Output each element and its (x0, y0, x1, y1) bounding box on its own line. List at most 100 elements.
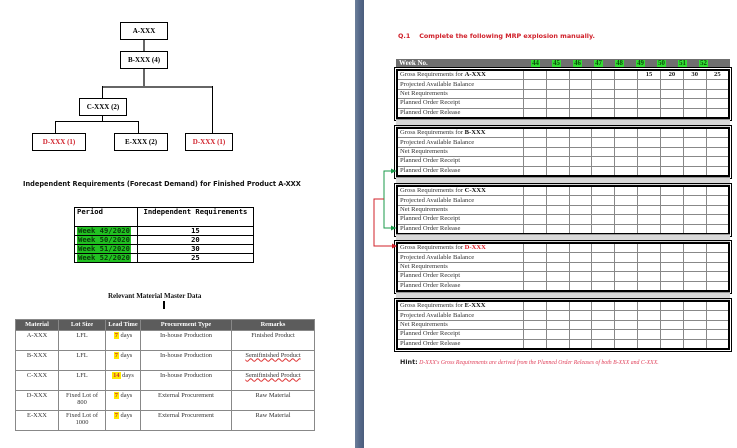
input-cell[interactable] (545, 214, 570, 225)
input-cell[interactable] (637, 79, 661, 90)
input-cell[interactable] (659, 223, 684, 235)
input-cell[interactable] (637, 146, 661, 158)
input-cell[interactable] (637, 310, 661, 321)
input-cell[interactable] (682, 319, 707, 331)
input-cell[interactable] (637, 223, 661, 235)
input-cell[interactable] (705, 271, 730, 282)
input-cell[interactable] (682, 261, 707, 273)
input-cell[interactable] (568, 252, 593, 263)
input-cell[interactable] (591, 107, 616, 119)
input-cell[interactable] (523, 156, 547, 167)
input-cell[interactable] (705, 107, 730, 119)
input-cell[interactable] (523, 165, 547, 177)
input-cell[interactable] (545, 98, 570, 109)
input-cell[interactable] (545, 223, 570, 235)
input-cell[interactable] (659, 310, 684, 321)
input-cell[interactable] (523, 69, 547, 81)
input-cell[interactable] (637, 98, 661, 109)
input-cell[interactable] (523, 98, 547, 109)
input-cell[interactable] (591, 69, 616, 81)
input-cell[interactable] (614, 252, 639, 263)
input-cell[interactable] (614, 156, 639, 167)
input-cell[interactable] (568, 98, 593, 109)
input-cell[interactable] (659, 79, 684, 90)
input-cell[interactable] (591, 137, 616, 148)
input-cell[interactable] (591, 310, 616, 321)
input-cell[interactable] (614, 185, 639, 197)
input-cell[interactable] (682, 280, 707, 292)
input-cell[interactable] (705, 79, 730, 90)
input-cell[interactable] (591, 300, 616, 312)
input-cell[interactable] (659, 127, 684, 139)
input-cell[interactable] (614, 280, 639, 292)
input-cell[interactable] (705, 300, 730, 312)
input-cell[interactable] (523, 223, 547, 235)
input-cell[interactable] (637, 156, 661, 167)
input-cell[interactable] (568, 156, 593, 167)
input-cell[interactable] (614, 88, 639, 100)
input-cell[interactable] (523, 252, 547, 263)
input-cell[interactable] (614, 271, 639, 282)
input-cell[interactable] (591, 156, 616, 167)
input-cell[interactable] (545, 69, 570, 81)
input-cell[interactable] (682, 107, 707, 119)
input-cell[interactable] (614, 204, 639, 216)
input-cell[interactable] (614, 127, 639, 139)
input-cell[interactable] (705, 137, 730, 148)
input-cell[interactable] (545, 300, 570, 312)
input-cell[interactable] (659, 300, 684, 312)
input-cell[interactable] (705, 280, 730, 292)
input-cell[interactable] (637, 319, 661, 331)
input-cell[interactable] (523, 88, 547, 100)
input-cell[interactable] (682, 146, 707, 158)
input-cell[interactable] (614, 242, 639, 254)
input-cell[interactable] (545, 156, 570, 167)
input-cell[interactable] (545, 185, 570, 197)
input-cell[interactable] (568, 280, 593, 292)
input-cell[interactable] (705, 338, 730, 350)
input-cell[interactable] (591, 271, 616, 282)
input-cell[interactable] (637, 204, 661, 216)
input-cell[interactable] (659, 319, 684, 331)
input-cell[interactable] (545, 137, 570, 148)
input-cell[interactable] (568, 79, 593, 90)
input-cell[interactable] (659, 165, 684, 177)
input-cell[interactable] (637, 300, 661, 312)
input-cell[interactable] (659, 242, 684, 254)
input-cell[interactable] (545, 252, 570, 263)
input-cell[interactable] (568, 261, 593, 273)
input-cell[interactable] (682, 156, 707, 167)
input-cell[interactable] (591, 261, 616, 273)
input-cell[interactable]: 25 (705, 69, 730, 81)
input-cell[interactable] (705, 88, 730, 100)
input-cell[interactable] (591, 185, 616, 197)
input-cell[interactable] (659, 137, 684, 148)
input-cell[interactable] (682, 204, 707, 216)
input-cell[interactable] (682, 165, 707, 177)
input-cell[interactable] (659, 329, 684, 340)
input-cell[interactable] (568, 69, 593, 81)
input-cell[interactable] (545, 310, 570, 321)
input-cell[interactable] (637, 165, 661, 177)
input-cell[interactable] (659, 271, 684, 282)
input-cell[interactable] (637, 214, 661, 225)
input-cell[interactable] (637, 338, 661, 350)
input-cell[interactable] (682, 300, 707, 312)
input-cell[interactable] (682, 329, 707, 340)
input-cell[interactable] (568, 214, 593, 225)
input-cell[interactable] (545, 195, 570, 206)
input-cell[interactable] (637, 252, 661, 263)
input-cell[interactable] (568, 319, 593, 331)
input-cell[interactable] (591, 338, 616, 350)
input-cell[interactable] (591, 319, 616, 331)
input-cell[interactable] (705, 261, 730, 273)
input-cell[interactable] (545, 79, 570, 90)
input-cell[interactable] (705, 146, 730, 158)
input-cell[interactable] (705, 185, 730, 197)
input-cell[interactable] (637, 329, 661, 340)
input-cell[interactable] (637, 242, 661, 254)
input-cell[interactable] (614, 214, 639, 225)
input-cell[interactable] (659, 252, 684, 263)
input-cell[interactable] (659, 280, 684, 292)
input-cell[interactable] (523, 271, 547, 282)
